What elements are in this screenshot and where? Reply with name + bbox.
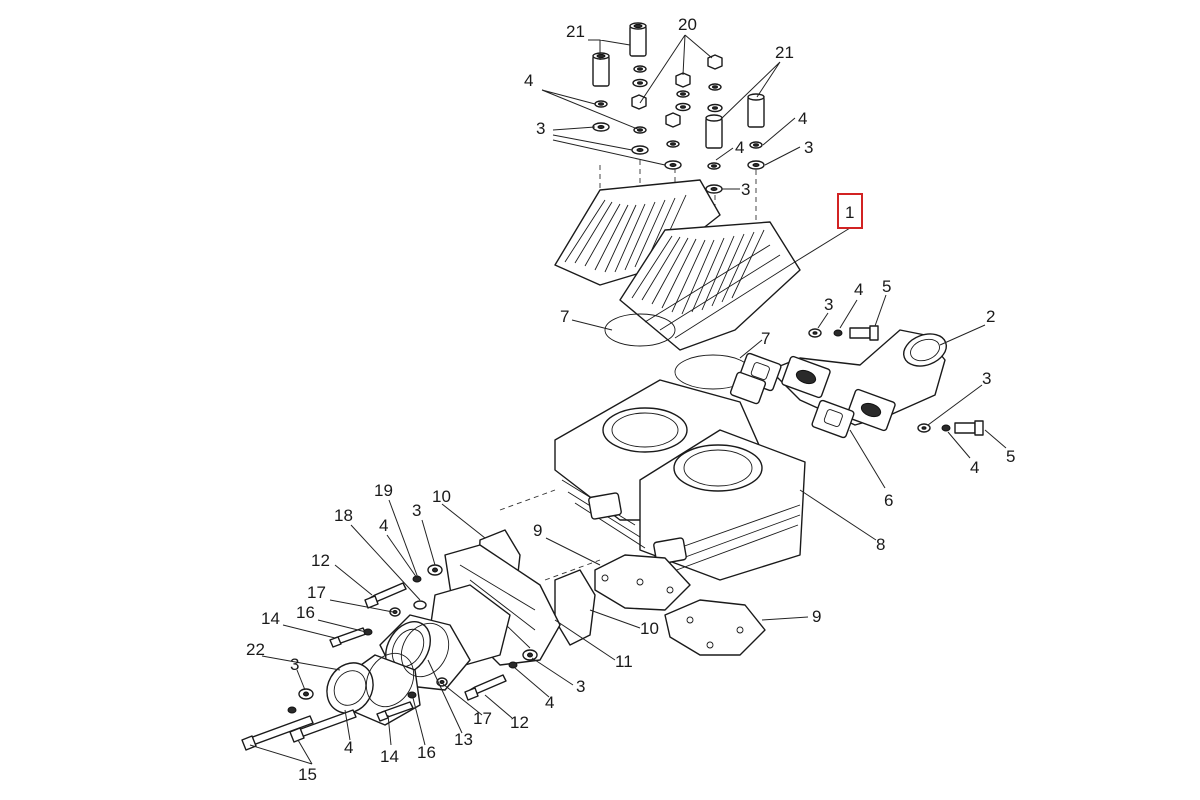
stud-sleeve-21-left [592, 52, 610, 87]
callout-17: 17 [473, 709, 492, 728]
callout-9: 9 [812, 607, 821, 626]
callout-3: 3 [412, 501, 421, 520]
callout-5: 5 [882, 277, 891, 296]
leader-lines [249, 34, 1007, 765]
callout-19: 19 [374, 481, 393, 500]
callout-3: 3 [982, 369, 991, 388]
callout-4: 4 [524, 71, 533, 90]
callout-2: 2 [986, 307, 995, 326]
callout-9: 9 [533, 521, 542, 540]
callout-7: 7 [560, 307, 569, 326]
callout-12: 12 [311, 551, 330, 570]
callout-21-right: 21 [775, 43, 794, 62]
callout-3: 3 [290, 655, 299, 674]
callout-4: 4 [970, 458, 979, 477]
callout-10: 10 [640, 619, 659, 638]
callout-3: 3 [804, 138, 813, 157]
callout-11: 11 [615, 652, 633, 671]
callout-4: 4 [344, 738, 353, 757]
cylinder-head-1 [554, 179, 801, 351]
exhaust-manifold-2 [769, 329, 948, 432]
stud-sleeve-21-center [629, 22, 647, 57]
callout-17: 17 [307, 583, 326, 602]
callout-3: 3 [536, 119, 545, 138]
cylinder-block-8 [554, 379, 806, 581]
intake-fasteners [241, 564, 538, 751]
callout-labels: 21 20 21 4 3 4 4 3 3 1 7 7 3 4 5 2 3 4 5… [246, 15, 1015, 784]
callout-14: 14 [380, 747, 399, 766]
intake-assembly [326, 489, 601, 726]
callout-4: 4 [545, 693, 554, 712]
callout-1: 1 [845, 203, 854, 222]
cylinder-head-hardware [592, 22, 765, 225]
callout-14: 14 [261, 609, 280, 628]
base-gaskets-9 [594, 554, 766, 656]
callout-3: 3 [576, 677, 585, 696]
callout-20: 20 [678, 15, 697, 34]
callout-7: 7 [761, 329, 770, 348]
stud-sleeve-21-right-b [747, 93, 765, 128]
callout-15: 15 [298, 765, 317, 784]
callout-4: 4 [854, 280, 863, 299]
callout-4: 4 [735, 138, 744, 157]
callout-8: 8 [876, 535, 885, 554]
callout-21-left: 21 [566, 22, 585, 41]
callout-6: 6 [884, 491, 893, 510]
callout-12: 12 [510, 713, 529, 732]
callout-3: 3 [741, 180, 750, 199]
callout-4: 4 [798, 109, 807, 128]
callout-16: 16 [417, 743, 436, 762]
callout-5: 5 [1006, 447, 1015, 466]
callout-4: 4 [379, 516, 388, 535]
callout-16: 16 [296, 603, 315, 622]
exhaust-gaskets-6 [729, 352, 855, 439]
washers-3-4 [592, 65, 765, 194]
callout-10: 10 [432, 487, 451, 506]
exhaust-bolts-5 [808, 325, 984, 436]
callout-18: 18 [334, 506, 353, 525]
callout-22: 22 [246, 640, 265, 659]
callout-highlight-box [837, 193, 863, 229]
callout-3: 3 [824, 295, 833, 314]
callout-13: 13 [454, 730, 473, 749]
stud-sleeve-21-right-a [705, 114, 723, 149]
